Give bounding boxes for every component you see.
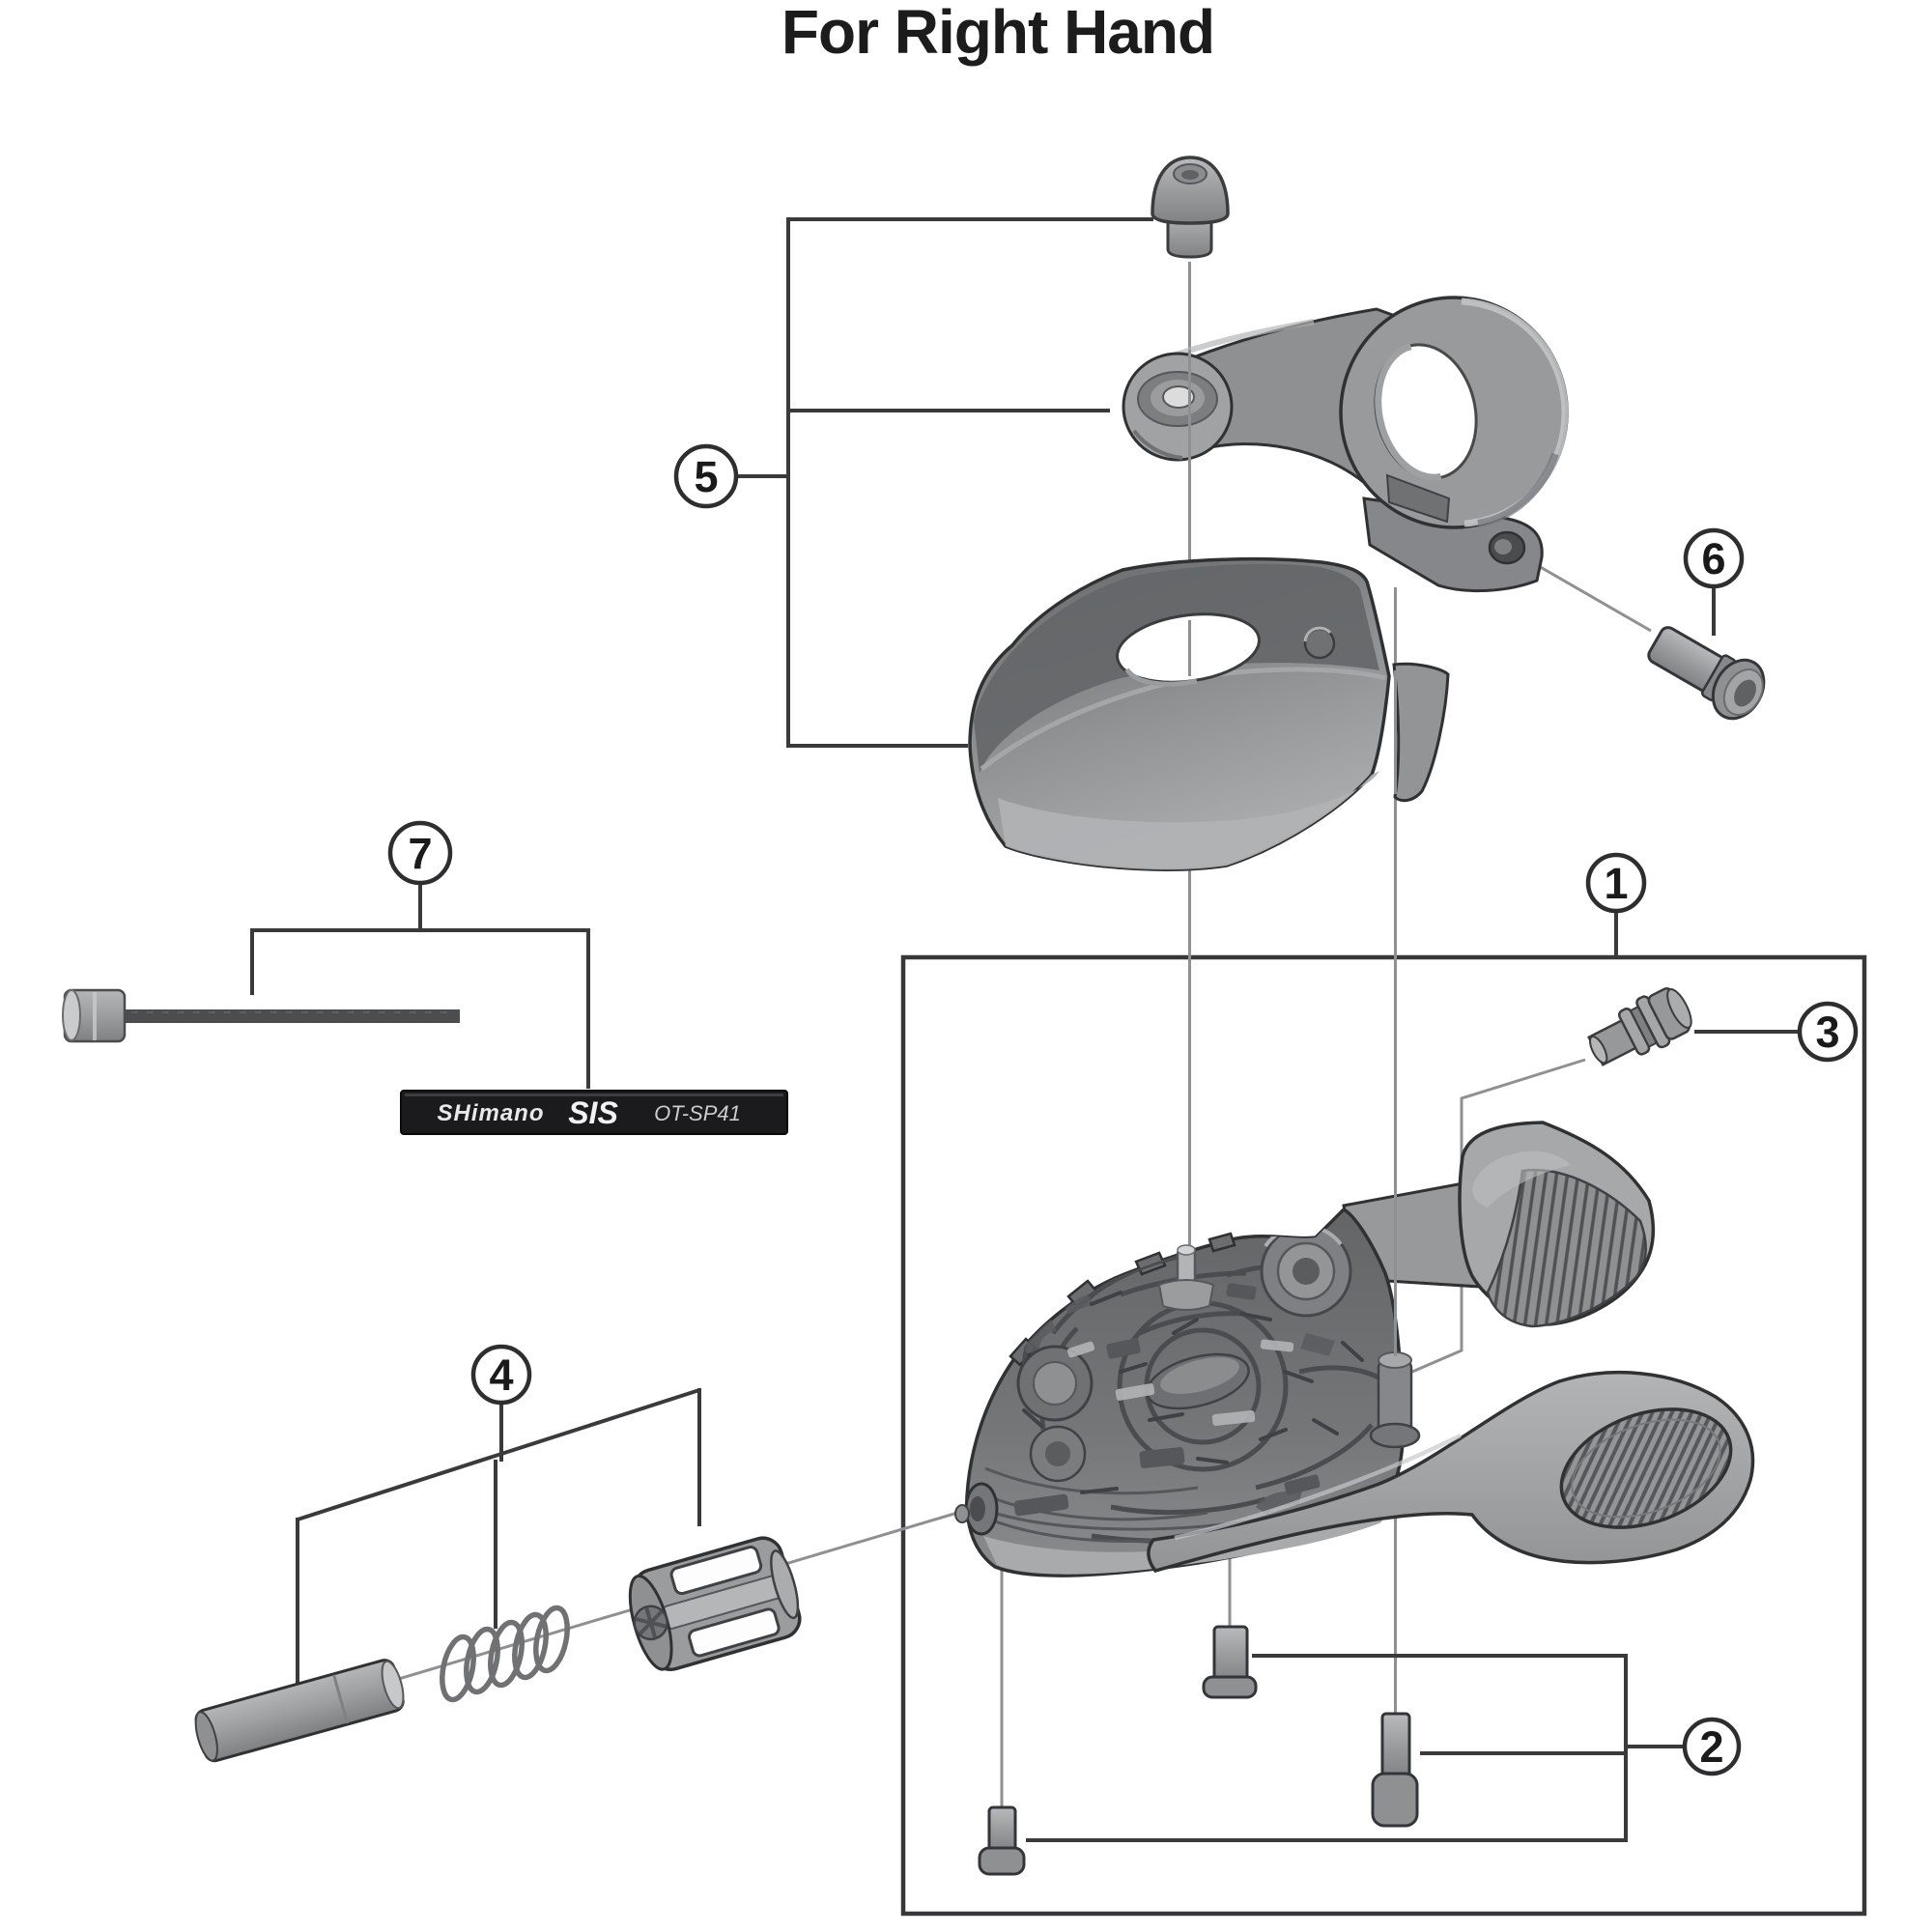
svg-text:SIS: SIS <box>568 1095 618 1130</box>
svg-text:7: 7 <box>408 829 432 878</box>
svg-text:5: 5 <box>694 452 718 501</box>
svg-text:1: 1 <box>1604 859 1628 908</box>
svg-text:3: 3 <box>1815 1008 1839 1057</box>
svg-text:6: 6 <box>1701 534 1725 583</box>
svg-text:2: 2 <box>1699 1722 1723 1772</box>
svg-text:4: 4 <box>489 1350 513 1400</box>
svg-text:OT-SP41: OT-SP41 <box>654 1101 741 1125</box>
svg-text:SHimano: SHimano <box>437 1100 544 1126</box>
svg-text:For Right Hand: For Right Hand <box>781 0 1214 67</box>
